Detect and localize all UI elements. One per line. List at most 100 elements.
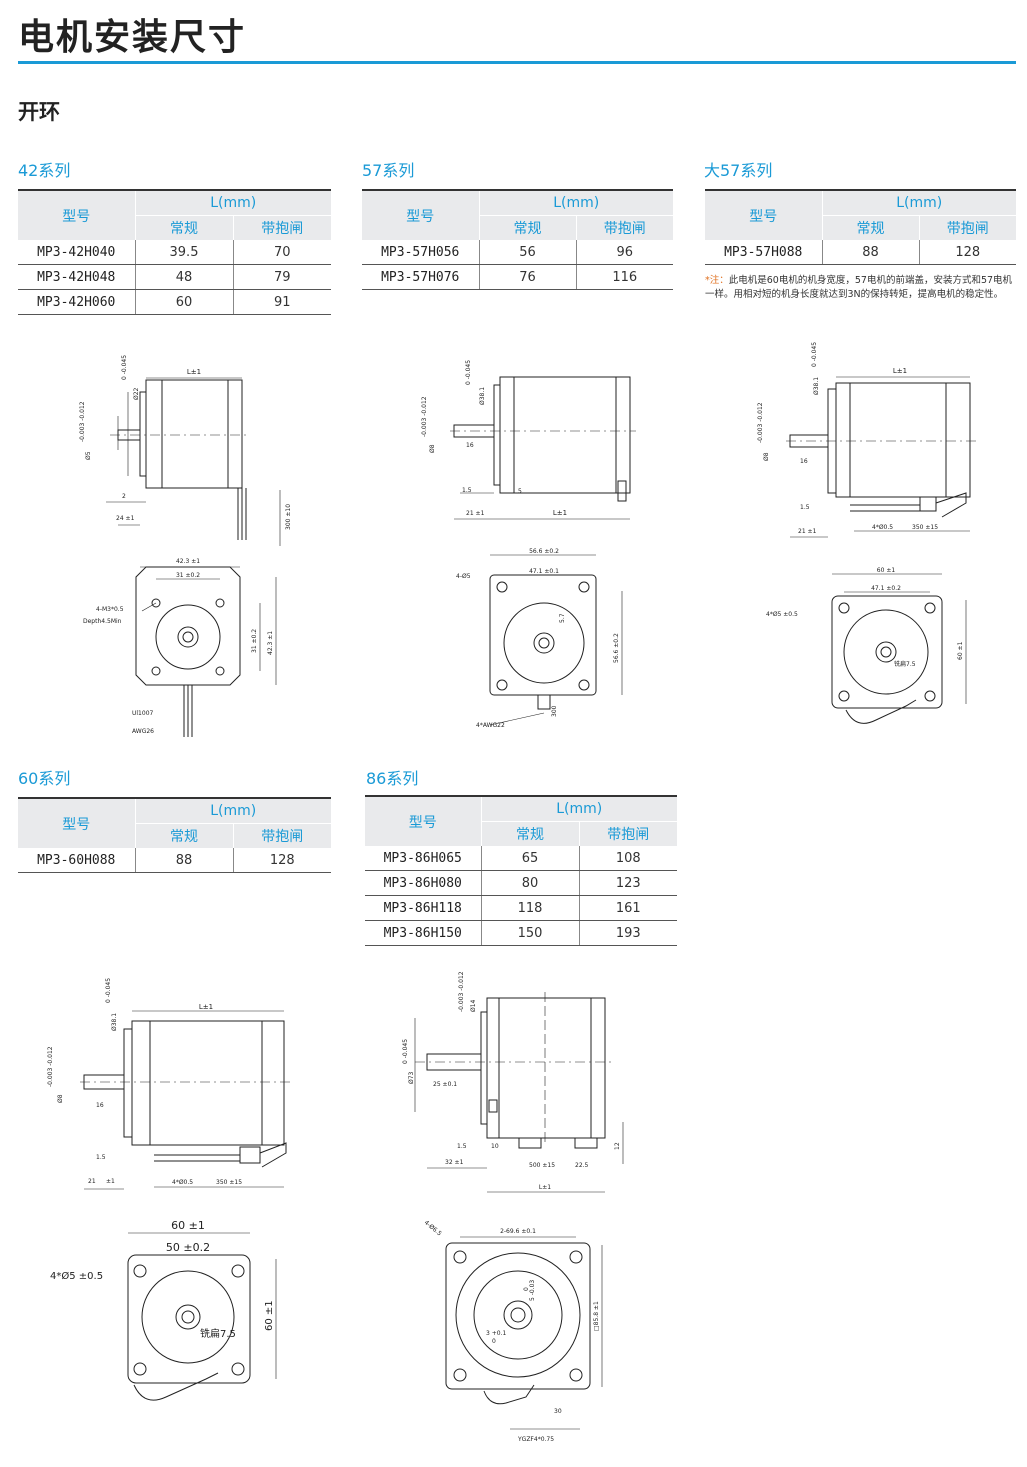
motor-57-side-drawing: L±1 Ø38.1 0 -0.045 Ø8 -0.003 -0.012 16 1… [421,360,636,520]
motor-42-side-drawing: L±1 Ø22 0 -0.045 Ø5 -0.003 -0.012 2 24 ±… [79,355,292,546]
page-title: 电机安装尺寸 [18,17,247,58]
front-outline [831,595,943,709]
dim-shaft-len: 24 ±1 [116,515,135,522]
motor-60-front-drawing: 60 ±1 50 ±0.2 4*Ø5 ±0.5 铣扁7.5 60 ±1 [50,1219,277,1401]
dim-outer-v: 60 ±1 [264,1300,275,1331]
dim-key: 25 ±0.1 [433,1081,457,1088]
dim-flat: 5.7 [559,613,566,623]
header-normal: 常规 [481,821,580,846]
header-brake: 带抱闸 [576,215,673,240]
dim-L: L±1 [199,1003,213,1011]
brake-cell: 128 [919,240,1016,265]
dim-shaft: Ø8 [763,452,770,461]
header-length: L(mm) [481,795,677,822]
model-cell: MP3-42H040 [18,240,135,265]
brake-cell: 128 [233,848,331,873]
normal-cell: 39.5 [134,240,234,265]
dim-pitch: 31 ±0.2 [176,572,200,579]
header-length: L(mm) [479,189,673,216]
brake-cell: 161 [579,895,677,921]
dim-boss: Ø73 [408,1071,415,1084]
header-normal: 常规 [135,823,234,848]
brake-cell: 193 [579,920,677,946]
series-42-title: 42系列 [18,161,71,180]
brake-cell: 108 [579,846,677,871]
normal-cell: 118 [480,895,580,921]
normal-cell: 80 [480,870,580,896]
model-cell: MP3-86H065 [365,846,481,871]
dim-shaft-tol: -0.003 -0.012 [421,396,428,437]
dim-gland: 22.5 [575,1162,589,1169]
dim-boss: Ø22 [133,387,140,400]
header-model: 型号 [365,795,482,846]
dim-boss: Ø38.1 [111,1013,118,1031]
dim-holes: 4*Ø5 ±0.5 [50,1270,103,1282]
normal-cell: 48 [134,264,234,290]
dim-depth: Depth4.5Min [83,618,122,625]
brake-cell: 91 [233,289,331,315]
note-text: 此电机是60电机的机身宽度，57电机的前端盖，安装方式和57电机一样。用相对短的… [705,275,1013,300]
normal-cell: 65 [480,846,580,871]
dim-outer-v: 56.6 ±0.2 [613,633,620,663]
dim-lead: 300 [551,705,558,717]
series-big57-title: 大57系列 [704,161,773,180]
dim-gland-h: 12 [614,1142,621,1150]
header-brake: 带抱闸 [233,215,331,240]
cable-len: 350 ±15 [912,524,938,531]
dim-flange: 1.5 [457,1143,467,1150]
header-length: L(mm) [135,189,331,216]
dim-shaft-len-tol: ±1 [106,1178,115,1185]
dim-boss-tol: 0 -0.045 [465,360,472,385]
model-cell: MP3-57H056 [362,240,479,265]
dim-shaft-tol: -0.003 -0.012 [79,401,86,442]
header-normal: 常规 [822,215,920,240]
header-brake: 带抱闸 [579,821,677,846]
dim-pitch: 47.1 ±0.2 [871,585,901,592]
series-57-title: 57系列 [362,161,415,180]
dim-outer-v: 42.3 ±1 [267,631,274,655]
front-outline [445,1242,591,1390]
motor-body-outline [131,1020,285,1146]
model-cell: MP3-57H076 [362,264,479,290]
dim-shaft-tol: -0.003 -0.012 [47,1046,54,1087]
header-model: 型号 [705,189,823,240]
model-cell: MP3-42H048 [18,264,135,290]
header-model: 型号 [362,189,480,240]
motor-57-front-drawing: 56.6 ±0.2 47.1 ±0.1 4-Ø5 5.7 56.6 ±0.2 3… [456,548,623,729]
section-subtitle: 开环 [18,100,60,124]
dim-outer: 60 ±1 [877,567,896,574]
dim-shaft-len: 21 ±1 [466,510,485,517]
dim-L: L±1 [553,509,567,517]
big57-note: *注：此电机是60电机的机身宽度，57电机的前端盖，安装方式和57电机一样。用相… [705,274,1015,302]
dim-outer-v: 60 ±1 [957,641,964,660]
cable-out: 30 [554,1408,562,1415]
dim-holes: 4-Ø6.5 [423,1219,443,1237]
model-cell: MP3-86H080 [365,870,481,896]
dim-pitch: 2-69.6 ±0.1 [500,1228,536,1235]
dim-boss-tol: 0 -0.045 [121,355,128,380]
wire-spec: 4*AWG22 [476,722,505,729]
motor-60-side-drawing: L±1 Ø38.1 0 -0.045 Ø8 -0.003 -0.012 16 1… [47,978,290,1190]
header-brake: 带抱闸 [233,823,331,848]
motor-body-outline [499,376,631,494]
normal-cell: 88 [134,848,234,873]
front-outline [489,574,597,696]
normal-cell: 60 [134,289,234,315]
dim-holes: 4*Ø5 ±0.5 [766,611,798,618]
dim-shaft: Ø5 [85,451,92,460]
title-divider [18,61,1016,64]
front-outline [135,566,241,686]
dim-lead: 300 ±10 [285,504,292,530]
dim-pitch-v: 31 ±0.2 [251,629,258,653]
header-model: 型号 [18,797,136,848]
dim-key-w0: 0 [523,1287,530,1291]
